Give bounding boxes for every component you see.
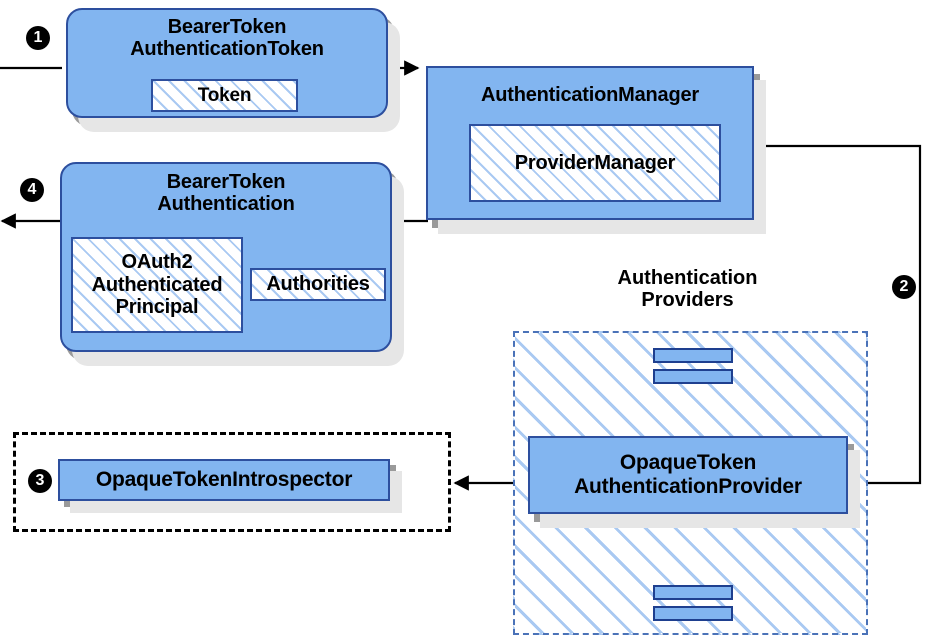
opaque-token-introspector-label: OpaqueTokenIntrospector	[95, 468, 353, 492]
authorities-box[interactable]: Authorities	[250, 268, 386, 301]
badge-step-2-number: 2	[899, 278, 909, 295]
token-inner-box[interactable]: Token	[151, 79, 298, 112]
provider-stack-bottom-bar-2	[653, 606, 733, 621]
badge-step-4-number: 4	[27, 181, 37, 198]
provider-manager-label: ProviderManager	[514, 151, 676, 174]
badge-step-1-number: 1	[33, 29, 43, 46]
provider-stack-top-bar-2	[653, 369, 733, 384]
badge-step-2: 2	[892, 275, 916, 299]
title-line-1: BearerToken	[167, 16, 287, 38]
title-line-2: AuthenticationToken	[130, 38, 324, 61]
badge-step-3: 3	[28, 469, 52, 493]
opaque-token-authentication-provider[interactable]: OpaqueToken AuthenticationProvider	[528, 436, 848, 514]
principal-line-1: OAuth2	[121, 251, 193, 274]
title-line-2: Authentication	[157, 193, 295, 216]
title-line-2: AuthenticationProvider	[574, 475, 802, 498]
caption-line-2: Providers	[641, 289, 734, 312]
token-inner-label: Token	[197, 84, 252, 106]
bearer-token-authentication-token[interactable]: BearerToken AuthenticationToken	[66, 8, 388, 118]
bearer-token-authentication-token-title: BearerToken AuthenticationToken	[130, 16, 324, 61]
opaque-token-authentication-provider-title: OpaqueToken AuthenticationProvider	[574, 451, 802, 498]
title-line-1: BearerToken	[166, 171, 286, 193]
provider-manager-box[interactable]: ProviderManager	[469, 124, 721, 202]
badge-step-4: 4	[20, 178, 44, 202]
opaque-token-introspector[interactable]: OpaqueTokenIntrospector	[58, 459, 390, 501]
caption-line-1: Authentication	[617, 267, 758, 289]
authorities-label: Authorities	[266, 273, 370, 296]
bearer-token-authentication-title: BearerToken Authentication	[157, 171, 294, 216]
provider-stack-top-bar-1	[653, 348, 733, 363]
provider-stack-bottom-bar-1	[653, 585, 733, 600]
principal-line-2: Authenticated	[91, 273, 223, 296]
authentication-manager-title: AuthenticationManager	[480, 84, 700, 106]
authentication-providers-caption: Authentication Providers	[560, 267, 815, 312]
principal-line-3: Principal	[115, 296, 199, 319]
badge-step-1: 1	[26, 26, 50, 50]
badge-step-3-number: 3	[35, 472, 45, 489]
oauth2-authenticated-principal-box[interactable]: OAuth2 Authenticated Principal	[71, 237, 243, 333]
title-line-1: OpaqueToken	[619, 451, 757, 475]
